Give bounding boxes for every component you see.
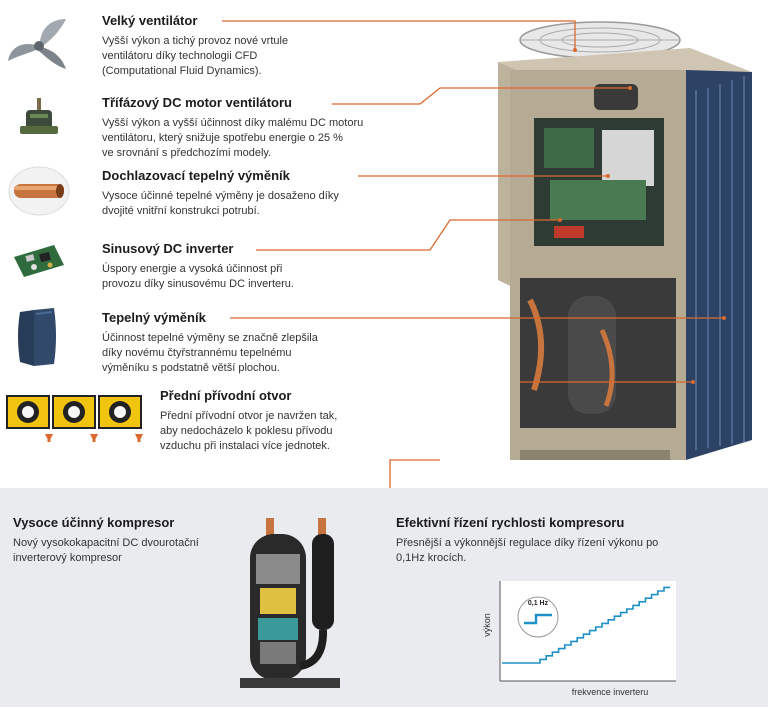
zoom-step <box>524 613 552 625</box>
compressor-title: Vysoce účinný kompresor <box>13 515 175 530</box>
chart-xlabel: frekvence inverteru <box>572 687 649 697</box>
feature-title: Přední přívodní otvor <box>160 388 292 403</box>
chart-ylabel: výkon <box>482 613 492 637</box>
feature-title: Tepelný výměník <box>102 310 206 325</box>
feature-heat-exchanger: Tepelný výměník Účinnost tepelné výměny … <box>102 310 318 376</box>
front-intake-icon <box>6 395 143 442</box>
dc-motor-icon <box>20 98 58 134</box>
compressor-section: Vysoce účinný kompresor Nový vysokokapac… <box>13 515 199 566</box>
feature-sinus-inverter: Sinusový DC inverter Úspory energie a vy… <box>102 241 294 292</box>
feature-title: Dochlazovací tepelný výměník <box>102 168 290 183</box>
fan-blade-icon <box>8 19 66 69</box>
feature-front-intake: Přední přívodní otvor Přední přívodní ot… <box>160 388 337 454</box>
compressor-desc: Nový vysokokapacitní DC dvourotační inve… <box>13 537 199 564</box>
step-label: 0,1 Hz <box>528 600 549 607</box>
feature-desc: Vyšší výkon a tichý provoz nové vrtule v… <box>102 35 289 77</box>
feature-dc-motor: Třífázový DC motor ventilátoru Vyšší výk… <box>102 95 363 161</box>
speed-control-desc: Přesnější a výkonnější regulace díky říz… <box>396 537 659 564</box>
heat-exchanger-icon <box>18 308 56 366</box>
feature-title: Třífázový DC motor ventilátoru <box>102 95 292 110</box>
copper-pipe-icon <box>8 166 70 216</box>
speed-control-title: Efektivní řízení rychlosti kompresoru <box>396 515 625 530</box>
feature-desc: Přední přívodní otvor je navržen tak, ab… <box>160 410 338 452</box>
feature-title: Velký ventilátor <box>102 13 198 28</box>
outdoor-unit-illustration <box>498 21 752 460</box>
feature-desc: Vyšší výkon a vyšší účinnost díky malému… <box>102 117 364 159</box>
feature-desc: Úspory energie a vysoká účinnost při pro… <box>102 263 294 290</box>
step-line <box>502 586 671 664</box>
compressor-icon <box>240 518 340 688</box>
step-chart: výkon frekvence inverteru 0,1 Hz <box>482 581 676 697</box>
circuit-board-icon <box>14 245 64 277</box>
feature-title: Sinusový DC inverter <box>102 241 234 256</box>
feature-big-fan: Velký ventilátor Vyšší výkon a tichý pro… <box>102 13 288 79</box>
feature-desc: Vysoce účinné tepelné výměny je dosaženo… <box>102 190 339 217</box>
zoom-bubble <box>517 596 559 638</box>
feature-desc: Účinnost tepelné výměny se značně zlepši… <box>102 332 318 374</box>
feature-subcool-exchanger: Dochlazovací tepelný výměník Vysoce účin… <box>102 168 339 219</box>
speed-control-section: Efektivní řízení rychlosti kompresoru Př… <box>396 515 658 566</box>
